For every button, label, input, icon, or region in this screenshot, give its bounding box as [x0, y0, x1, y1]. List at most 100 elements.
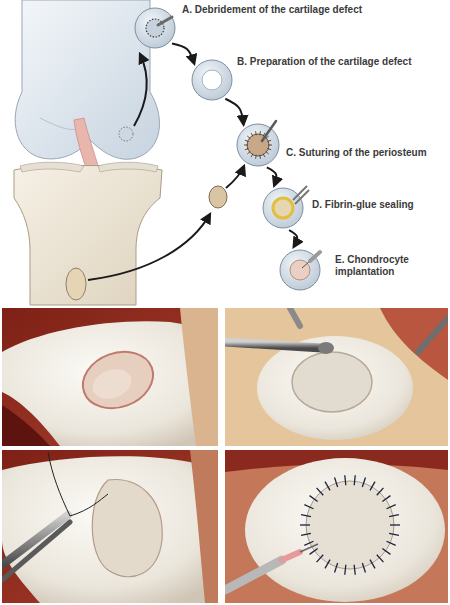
step-arrow	[267, 167, 277, 185]
illustration-part	[88, 214, 210, 280]
illustration-part	[370, 560, 375, 569]
illustration-part	[290, 308, 300, 326]
step-detail-part	[295, 190, 309, 204]
step-detail-part	[290, 260, 310, 280]
surgical-photo	[2, 450, 218, 603]
illustration-part	[225, 308, 448, 446]
step-detail	[290, 252, 320, 280]
illustration-part	[418, 318, 448, 352]
step-circle: C. Suturing of the periosteum	[236, 123, 280, 167]
illustration-part	[225, 560, 282, 590]
step-detail-part	[202, 70, 222, 90]
illustration-part	[257, 336, 413, 440]
illustration-part	[389, 533, 399, 535]
surgical-photo	[225, 308, 448, 446]
step-picture	[279, 249, 321, 291]
illustration-part	[382, 549, 390, 555]
step-arrow	[289, 230, 297, 247]
illustration-part	[354, 565, 355, 575]
illustration-part	[134, 54, 147, 126]
step-detail-part	[268, 145, 272, 146]
knee-illustration	[14, 0, 244, 305]
illustration-part	[325, 560, 330, 569]
illustration-part	[2, 456, 218, 603]
step-detail-part	[259, 155, 261, 159]
illustration-part	[2, 308, 218, 446]
illustration-part	[304, 541, 313, 545]
step-detail-part	[310, 252, 320, 261]
step-detail-part	[263, 154, 265, 157]
step-detail-part	[262, 121, 276, 141]
illustration-part	[48, 452, 70, 516]
illustration-part	[300, 544, 318, 552]
step-label: E. Chondrocyte implantation	[335, 254, 435, 278]
illustration-part	[354, 475, 355, 485]
illustration-part	[325, 482, 330, 491]
step-picture	[191, 59, 233, 101]
step-detail-part	[245, 140, 249, 141]
illustration-part	[245, 458, 445, 602]
illustration-part	[345, 565, 346, 575]
suture-stitches	[300, 475, 400, 574]
illustration-part	[362, 563, 365, 573]
step-picture	[134, 7, 176, 49]
illustration-part	[387, 541, 396, 545]
step-detail-part	[255, 155, 257, 159]
illustration-part	[370, 482, 375, 491]
step-circle: E. Chondrocyte implantation	[279, 249, 321, 291]
illustration-part	[345, 475, 346, 485]
illustration-part	[301, 515, 311, 517]
step-label: B. Preparation of the cartilage defect	[237, 56, 445, 68]
illustration-part	[306, 481, 394, 569]
illustration-part	[225, 342, 322, 348]
illustration-part	[304, 505, 313, 509]
cartilage-disc	[237, 124, 279, 166]
step-detail-part	[255, 131, 257, 135]
step-detail-part	[244, 145, 248, 146]
illustration-part	[0, 446, 450, 450]
illustration-part	[335, 477, 338, 487]
illustration-part	[317, 488, 324, 495]
step-detail	[244, 121, 276, 159]
cartilage-disc	[192, 60, 232, 100]
illustration-part	[318, 342, 334, 354]
illustration-part	[20, 162, 84, 172]
step-arrow	[225, 99, 243, 125]
step-detail-part	[251, 133, 253, 136]
illustration-part	[389, 515, 399, 517]
illustration-part	[66, 268, 86, 300]
step-detail-part	[267, 140, 271, 141]
step-detail-part	[247, 151, 250, 154]
illustration-part	[310, 496, 318, 502]
step-arrow	[172, 44, 194, 64]
illustration-part	[2, 405, 50, 446]
illustration-part	[75, 342, 161, 417]
illustration-part	[362, 477, 365, 487]
cartilage-disc	[280, 250, 320, 290]
illustration-part	[377, 555, 384, 562]
illustration-part	[226, 166, 244, 188]
cartilage-disc	[263, 188, 303, 228]
step-picture	[236, 123, 280, 167]
step-label: A. Debridement of the cartilage defect	[182, 4, 444, 16]
step-detail-part	[266, 151, 269, 154]
step-detail-part	[158, 17, 172, 25]
illustration-part	[292, 352, 372, 412]
step-detail-part	[251, 154, 253, 157]
step-circle: B. Preparation of the cartilage defect	[191, 59, 233, 101]
step-circle: D. Fibrin-glue sealing	[262, 187, 304, 229]
surgical-photo	[225, 450, 448, 603]
illustration-part	[300, 524, 310, 525]
cartilage-disc	[135, 8, 175, 48]
illustration-part	[390, 524, 400, 525]
panel-gaps	[0, 306, 450, 605]
illustration-part	[98, 162, 158, 172]
illustration-part	[180, 308, 218, 446]
illustration-part	[377, 488, 384, 495]
step-detail-part	[273, 198, 293, 218]
illustration-part	[225, 450, 448, 603]
illustration-part	[218, 306, 225, 605]
surgical-photo	[2, 308, 218, 446]
illustration-part	[310, 549, 318, 555]
